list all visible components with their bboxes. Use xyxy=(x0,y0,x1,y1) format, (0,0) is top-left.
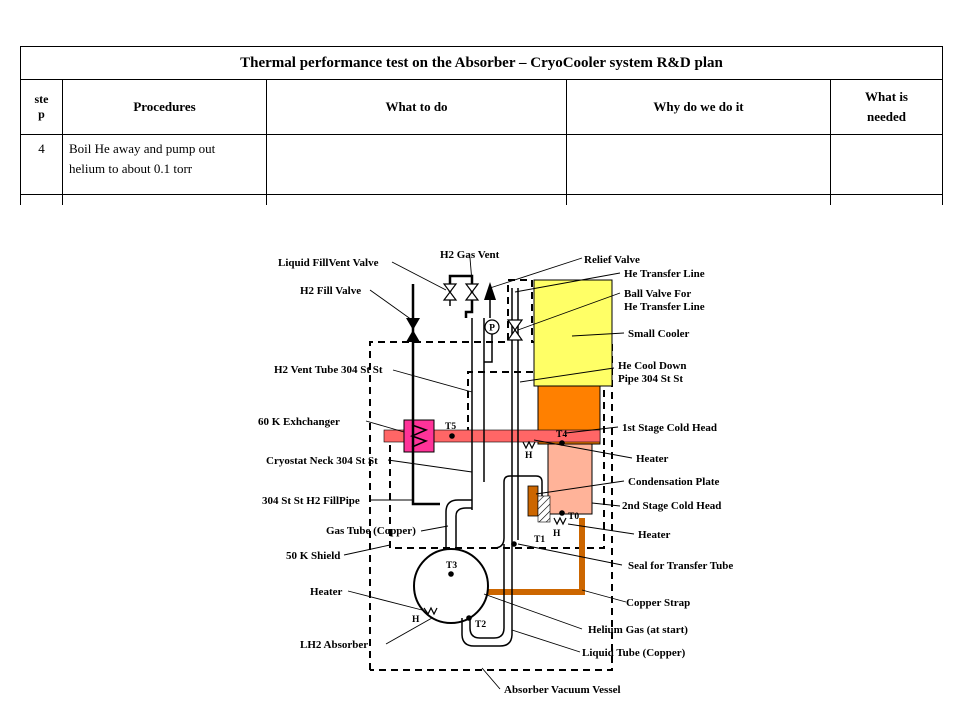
label-relief-valve: Relief Valve xyxy=(584,254,640,266)
label-he-cool-down-line2: Pipe 304 St St xyxy=(618,373,683,385)
label-ball-valve-line2: He Transfer Line xyxy=(624,301,705,313)
h2-fill-pipe xyxy=(411,284,440,506)
pressure-gauge-label: P xyxy=(489,324,495,334)
condensation-plate xyxy=(527,485,539,517)
leader-lines xyxy=(343,257,635,690)
row-procedure-line2: helium to about 0.1 torr xyxy=(69,161,193,176)
pressure-gauge-icon: P xyxy=(484,319,500,335)
sensor-t4-dot xyxy=(559,440,565,446)
exchanger-bar xyxy=(383,429,601,443)
row-why xyxy=(566,134,831,195)
label-ball-valve-line1: Ball Valve For xyxy=(624,288,691,300)
row-what-to-do xyxy=(266,134,567,195)
label-h2-fill-valve: H2 Fill Valve xyxy=(300,285,361,297)
label-vacuum-vessel: Absorber Vacuum Vessel xyxy=(504,684,621,696)
label-he-cool-down-line1: He Cool Down xyxy=(618,360,686,372)
label-cryostat-neck: Cryostat Neck 304 St St xyxy=(266,455,378,467)
table-title: Thermal performance test on the Absorber… xyxy=(19,46,944,80)
row-step: 4 xyxy=(20,134,63,195)
row-procedure-line1: Boil He away and pump out xyxy=(69,141,216,156)
row-needed xyxy=(829,134,944,195)
header-what-to-do: What to do xyxy=(266,79,567,135)
sensor-t5-dot xyxy=(449,433,455,439)
label-gas-tube: Gas Tube (Copper) xyxy=(326,525,416,537)
sensor-t4-label: T4 xyxy=(556,430,567,440)
condensation-hatch xyxy=(537,495,551,523)
heater-mid-icon xyxy=(553,516,567,526)
h2-fill-valve-icon xyxy=(406,318,420,342)
liquid-tube xyxy=(461,544,513,647)
h2-gas-vent-arrow-icon xyxy=(484,282,496,300)
label-50k-shield: 50 K Shield xyxy=(286,550,340,562)
exchanger-60k xyxy=(403,419,435,453)
header-procedures: Procedures xyxy=(62,79,267,135)
condensation-pot xyxy=(493,475,543,549)
sensor-t1-dot xyxy=(511,541,517,547)
label-h2-vent-tube: H2 Vent Tube 304 St St xyxy=(274,364,383,376)
label-liquid-tube: Liquid Tube (Copper) xyxy=(582,647,686,659)
label-he-transfer-line: He Transfer Line xyxy=(624,268,705,280)
label-copper-strap: Copper Strap xyxy=(626,597,690,609)
table-row-cut xyxy=(20,194,944,205)
ball-valve-icon xyxy=(506,319,524,341)
label-fill-pipe: 304 St St H2 FillPipe xyxy=(262,495,360,507)
header-why: Why do we do it xyxy=(566,79,831,135)
label-heater-mid: Heater xyxy=(638,529,670,541)
header-needed: What is needed xyxy=(829,79,944,135)
gas-tube xyxy=(445,499,472,549)
table-row: 4 Boil He away and pump out helium to ab… xyxy=(20,134,944,195)
liquid-fill-vent-valve-icon xyxy=(442,283,458,306)
small-cooler xyxy=(533,279,613,387)
label-small-cooler: Small Cooler xyxy=(628,328,690,340)
sensor-t1-label: T1 xyxy=(534,535,545,545)
plan-table: Thermal performance test on the Absorber… xyxy=(19,46,944,205)
second-stage-cold-head xyxy=(547,443,593,515)
label-condensation-plate: Condensation Plate xyxy=(628,476,719,488)
header-step: ste p xyxy=(20,79,63,135)
heater-left-icon xyxy=(423,606,438,616)
label-heater-top: Heater xyxy=(636,453,668,465)
sensor-t0-label: T0 xyxy=(568,512,579,522)
label-second-stage-cold-head: 2nd Stage Cold Head xyxy=(622,500,721,512)
header-needed-line1: What is xyxy=(865,89,908,104)
heater-mid-tag: H xyxy=(553,529,561,539)
label-liquid-fill-vent-valve: Liquid FillVent Valve xyxy=(278,257,379,269)
sensor-t3-dot xyxy=(448,571,454,577)
label-heater-left: Heater xyxy=(310,586,342,598)
sensor-t3-label: T3 xyxy=(446,561,457,571)
label-seal-transfer-tube: Seal for Transfer Tube xyxy=(628,560,733,572)
sensor-t0-dot xyxy=(559,510,565,516)
sensor-t2-dot xyxy=(466,615,472,621)
label-helium-gas: Helium Gas (at start) xyxy=(588,624,688,636)
sensor-t2-label: T2 xyxy=(475,620,486,630)
heater-left-tag: H xyxy=(412,615,420,625)
row-procedure: Boil He away and pump out helium to abou… xyxy=(62,134,267,195)
header-needed-line2: needed xyxy=(867,109,906,124)
sensor-t5-label: T5 xyxy=(445,422,456,432)
pressure-line xyxy=(484,334,493,363)
h2-gas-vent-valve-icon xyxy=(464,283,480,301)
lh2-absorber xyxy=(413,548,489,624)
label-lh2-absorber: LH2 Absorber xyxy=(300,639,368,651)
heater-top-icon xyxy=(522,440,536,450)
header-step-line2: p xyxy=(38,107,45,121)
label-h2-gas-vent: H2 Gas Vent xyxy=(440,249,500,261)
label-60k-exchanger: 60 K Exhchanger xyxy=(258,416,340,428)
heater-top-tag: H xyxy=(525,451,533,461)
header-step-line1: ste xyxy=(34,92,49,106)
label-first-stage-cold-head: 1st Stage Cold Head xyxy=(622,422,717,434)
